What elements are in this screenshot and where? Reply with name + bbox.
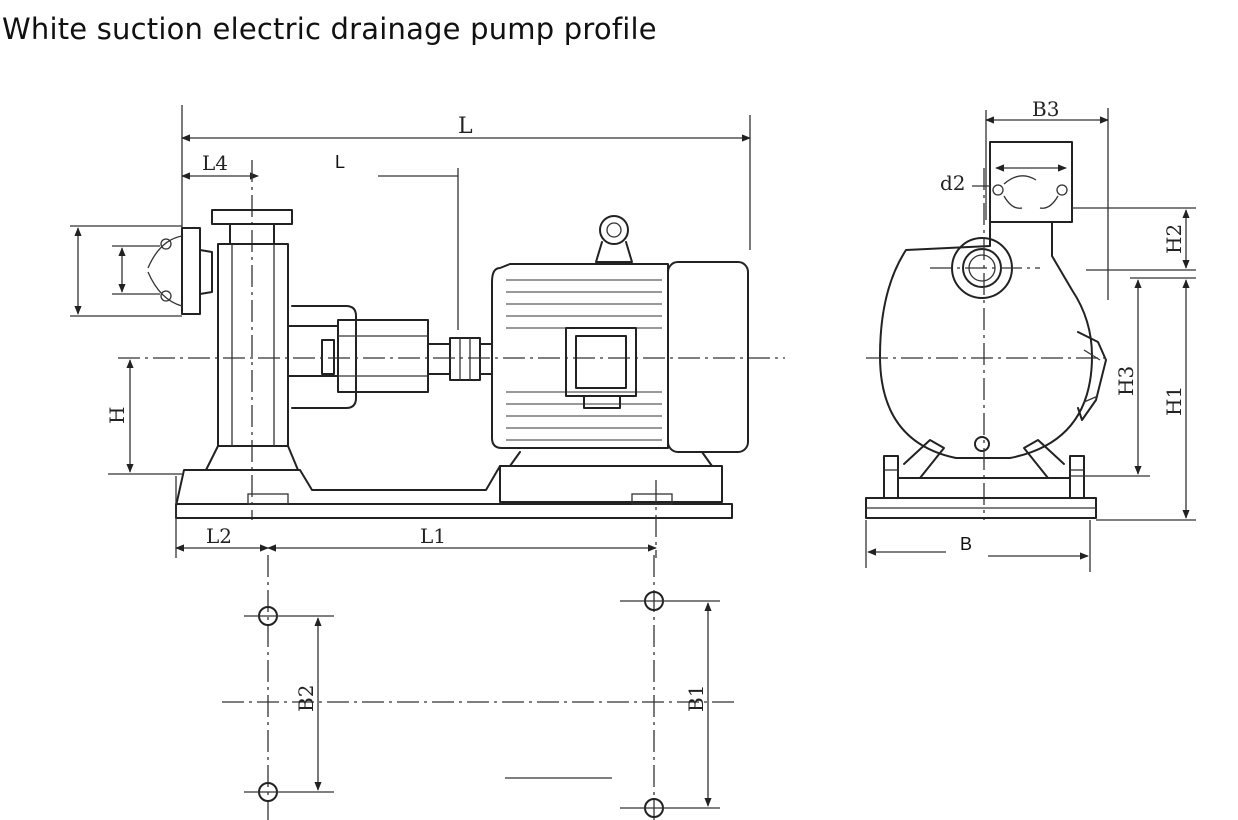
label-B3: B3 [1032, 97, 1059, 121]
label-L-top: L [458, 114, 473, 139]
page-title: White suction electric drainage pump pro… [2, 12, 657, 46]
side-view: L L4 L [70, 105, 785, 558]
base-plate [175, 465, 733, 558]
dim-B3: B3 [985, 97, 1109, 300]
label-L2: L2 [206, 524, 232, 548]
dim-H-end: H2 H3 H1 [1070, 209, 1196, 519]
label-B1: B1 [684, 685, 708, 712]
pump-body [205, 209, 429, 471]
dim-H: H [105, 359, 182, 475]
label-H1: H1 [1162, 386, 1186, 416]
label-B: B [960, 534, 972, 554]
dim-L4: L4 L [181, 151, 459, 330]
label-L4: L4 [202, 151, 228, 175]
motor [491, 215, 749, 503]
label-L1: L1 [420, 524, 446, 548]
label-H3: H3 [1114, 366, 1138, 396]
label-H2: H2 [1162, 224, 1186, 254]
dim-L2-L1: L2 L1 [175, 480, 657, 558]
label-H: H [105, 407, 129, 424]
dim-L-overall: L [181, 105, 751, 255]
label-L-inner: L [335, 152, 345, 172]
dim-B: B [865, 520, 1091, 572]
outlet-flange-top: d2 [940, 141, 1196, 223]
inlet-flange [70, 225, 213, 317]
label-d2: d2 [940, 171, 966, 195]
coupling [427, 337, 493, 381]
bolt-plan: B2 B1 [222, 555, 734, 820]
pump-casing [879, 221, 1107, 459]
label-B2: B2 [294, 685, 318, 712]
end-feet-base [865, 439, 1196, 521]
end-view: B3 d2 [865, 97, 1196, 572]
